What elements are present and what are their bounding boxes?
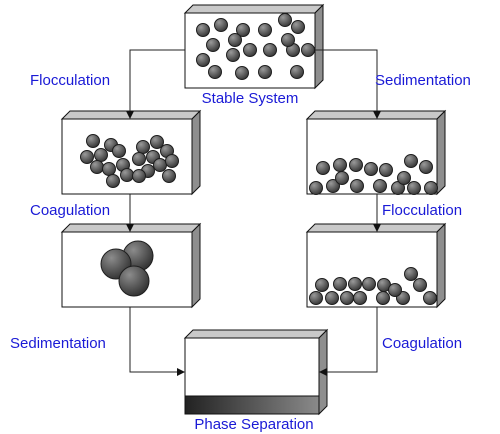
particle-floc <box>165 154 179 168</box>
particle-sediment <box>364 162 378 176</box>
particle-sediment <box>309 181 323 195</box>
particle-floc <box>102 162 116 176</box>
particle-sediment-packed <box>340 291 354 305</box>
particle-sediment-packed <box>376 291 390 305</box>
particle-sediment <box>424 181 438 195</box>
particle-sediment <box>419 160 433 174</box>
sediment-layer <box>184 395 320 415</box>
particle-coagulate <box>118 265 150 297</box>
particle-sediment-packed <box>413 278 427 292</box>
particle-sediment-packed <box>309 291 323 305</box>
arrow-stable-to-sedimented <box>315 49 381 119</box>
particle-sediment <box>397 171 411 185</box>
particle-sediment <box>333 158 347 172</box>
particle-sediment-packed <box>362 277 376 291</box>
particle-dispersed <box>281 33 295 47</box>
particle-sediment-packed <box>388 283 402 297</box>
particle-sediment <box>379 163 393 177</box>
particle-dispersed <box>208 65 222 79</box>
particle-dispersed <box>258 65 272 79</box>
particle-dispersed <box>263 43 277 57</box>
particle-floc <box>80 150 94 164</box>
particle-dispersed <box>206 38 220 52</box>
particle-sediment <box>373 179 387 193</box>
particle-sediment-packed <box>348 277 362 291</box>
particle-dispersed <box>243 43 257 57</box>
particle-sediment <box>350 179 364 193</box>
particle-sediment-packed <box>404 267 418 281</box>
particle-floc <box>106 174 120 188</box>
particle-floc <box>132 152 146 166</box>
particle-sediment-packed <box>353 291 367 305</box>
arrow-sediment-flocculated-to-phase-separation <box>319 307 378 376</box>
arrow-coagulated-to-phase-separation <box>129 307 185 376</box>
particle-dispersed <box>226 48 240 62</box>
particle-dispersed <box>301 43 315 57</box>
particle-dispersed <box>291 20 305 34</box>
particles <box>80 13 438 305</box>
particle-dispersed <box>235 66 249 80</box>
label-flocculation-right: Flocculation <box>382 202 462 219</box>
particle-dispersed <box>236 23 250 37</box>
particle-floc <box>150 135 164 149</box>
label-sedimentation-left: Sedimentation <box>10 335 106 352</box>
box-coagulated <box>60 222 202 309</box>
particle-sediment-packed <box>315 278 329 292</box>
label-coagulation-right: Coagulation <box>382 335 462 352</box>
particle-floc <box>132 169 146 183</box>
particle-sediment-packed <box>423 291 437 305</box>
particle-floc <box>162 169 176 183</box>
particle-sediment-packed <box>333 277 347 291</box>
box-phase-separation <box>183 328 329 416</box>
particle-sediment <box>335 171 349 185</box>
label-coagulation-left: Coagulation <box>30 202 110 219</box>
particle-sediment-packed <box>325 291 339 305</box>
particle-dispersed <box>196 53 210 67</box>
particle-floc <box>112 144 126 158</box>
particle-floc <box>86 134 100 148</box>
arrow-stable-to-flocculated <box>126 49 185 119</box>
caption-stable-system: Stable System <box>202 90 299 107</box>
particle-dispersed <box>228 33 242 47</box>
label-flocculation-left: Flocculation <box>30 72 110 89</box>
caption-phase-separation: Phase Separation <box>194 416 313 433</box>
particle-sediment <box>326 179 340 193</box>
particle-floc <box>90 160 104 174</box>
particle-sediment <box>404 154 418 168</box>
particle-sediment <box>349 158 363 172</box>
particle-floc <box>94 148 108 162</box>
particle-floc <box>153 158 167 172</box>
particle-sediment <box>316 161 330 175</box>
particle-dispersed <box>290 65 304 79</box>
particle-floc <box>120 168 134 182</box>
particle-dispersed <box>214 18 228 32</box>
label-sedimentation-right: Sedimentation <box>375 72 471 89</box>
particle-dispersed <box>196 23 210 37</box>
particle-sediment <box>407 181 421 195</box>
particle-dispersed <box>258 23 272 37</box>
particle-floc <box>136 140 150 154</box>
particle-dispersed <box>278 13 292 27</box>
